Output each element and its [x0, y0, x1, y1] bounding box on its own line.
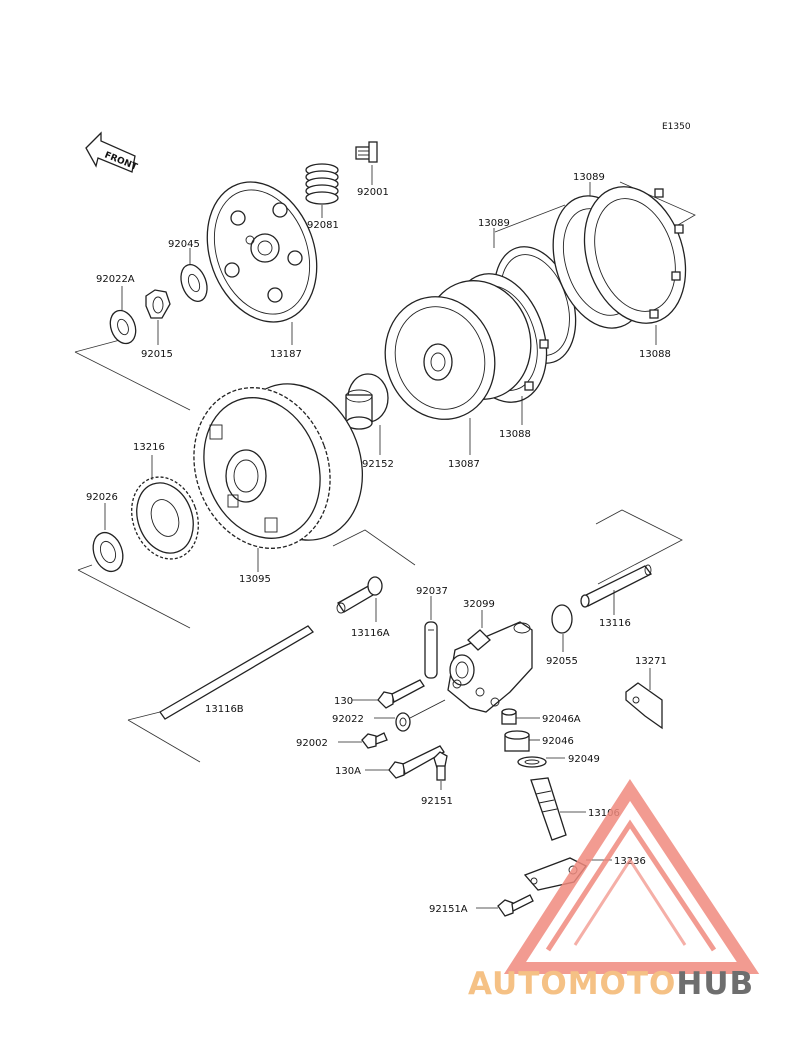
group-line — [332, 529, 416, 566]
group-line — [74, 339, 121, 353]
group-line — [127, 711, 161, 721]
part-label-13271: 13271 — [635, 656, 667, 667]
part-label-13216: 13216 — [133, 442, 165, 453]
part-label-130: 130 — [334, 696, 353, 707]
pressure-plate-13187 — [206, 181, 318, 323]
bracket-13271 — [625, 682, 663, 730]
part-label-92151: 92151 — [421, 796, 453, 807]
washer-92022A — [109, 309, 137, 345]
o-ring-92055 — [551, 604, 573, 634]
push-rod-13116 — [580, 564, 652, 608]
part-label-92046A: 92046A — [542, 714, 581, 725]
part-label-13187: 13187 — [270, 349, 302, 360]
part-label-13116A: 13116A — [351, 628, 390, 639]
part-label-13089: 13089 — [478, 218, 510, 229]
watermark-text: AUTOMOTOHUB — [468, 966, 754, 1002]
part-label-13106: 13106 — [588, 808, 620, 819]
part-label-92002: 92002 — [296, 738, 328, 749]
part-label-92037: 92037 — [416, 586, 448, 597]
part-label-92151A: 92151A — [429, 904, 468, 915]
nut-92015 — [145, 289, 171, 319]
bolt-92001 — [355, 141, 378, 163]
part-label-92001: 92001 — [357, 187, 389, 198]
part-label-92045: 92045 — [168, 239, 200, 250]
shaft-13106 — [530, 777, 567, 841]
bolt-92151 — [433, 751, 448, 781]
part-label-13116: 13116 — [599, 618, 631, 629]
bearing-92046 — [504, 730, 530, 752]
bolt-130 — [377, 679, 425, 709]
part-label-130A: 130A — [335, 766, 361, 777]
washer-92026 — [92, 531, 124, 573]
watermark-part2: HUB — [676, 966, 754, 1002]
part-label-92046: 92046 — [542, 736, 574, 747]
part-label-13116B: 13116B — [205, 704, 244, 715]
release-housing-32099 — [447, 621, 533, 713]
part-label-13088: 13088 — [499, 429, 531, 440]
bolt-130A — [388, 745, 445, 779]
push-rod-13116B — [159, 625, 314, 720]
part-label-32099: 32099 — [463, 599, 495, 610]
part-label-92152: 92152 — [362, 459, 394, 470]
diagram-code: E1350 — [662, 122, 691, 132]
watermark-logo — [503, 779, 760, 974]
spring-92081 — [305, 163, 339, 205]
front-arrow-icon: FRONT — [85, 131, 139, 173]
part-label-92022A: 92022A — [96, 274, 135, 285]
collar-92046A — [501, 708, 517, 725]
collar-92152 — [345, 373, 389, 430]
pin-92037 — [424, 621, 438, 679]
washer-92022 — [395, 712, 411, 732]
group-line — [595, 509, 683, 585]
gear-13216 — [131, 476, 199, 560]
clutch-housing-13095 — [193, 383, 364, 549]
part-label-92081: 92081 — [307, 220, 339, 231]
group-line — [77, 564, 93, 571]
bolt-92002 — [361, 732, 388, 749]
part-label-13095: 13095 — [239, 574, 271, 585]
friction-plate-13088 — [583, 186, 687, 324]
part-label-13089: 13089 — [573, 172, 605, 183]
group-line — [74, 351, 191, 411]
part-label-13087: 13087 — [448, 459, 480, 470]
part-label-92022: 92022 — [332, 714, 364, 725]
group-line — [127, 719, 201, 763]
bolt-92151A — [497, 894, 534, 917]
part-label-92055: 92055 — [546, 656, 578, 667]
seal-92049 — [517, 756, 547, 768]
watermark-part1: AUTOMOTO — [468, 966, 676, 1002]
part-label-92015: 92015 — [141, 349, 173, 360]
part-label-92026: 92026 — [86, 492, 118, 503]
clutch-hub-13087 — [384, 280, 532, 420]
part-label-13088: 13088 — [639, 349, 671, 360]
bearing-92045 — [180, 264, 208, 302]
part-label-92049: 92049 — [568, 754, 600, 765]
group-line — [494, 204, 566, 233]
group-line — [77, 569, 191, 629]
push-rod-13116A — [336, 576, 383, 614]
